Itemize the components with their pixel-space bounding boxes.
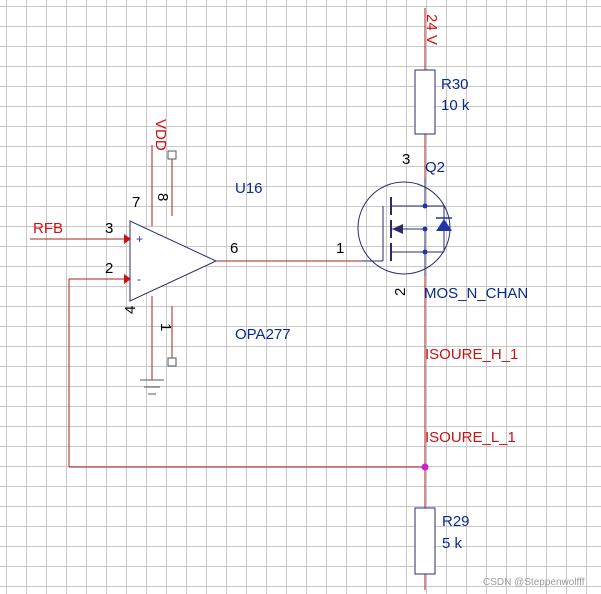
mosfet-ref: Q2 [425,159,445,176]
bottom-terminal [167,357,177,367]
mosfet-pin-3: 3 [402,151,410,168]
opamp-pin-6: 6 [230,240,238,257]
opamp-pin-4: 4 [122,306,139,314]
mosfet-symbol [357,178,452,276]
ground-symbol [140,379,164,395]
watermark-text: CSDN @Steppenwolfff [483,577,585,588]
vdd-terminal [167,150,177,160]
rfb-label: RFB [33,220,63,237]
opamp-pin-8: 8 [154,193,171,201]
mosfet-pin-1: 1 [336,240,344,257]
isource-h-label: ISOURE_H_1 [425,346,518,363]
opamp-pin-7: 7 [132,194,140,211]
opamp-minus-sign: - [137,272,141,286]
r29-ref: R29 [442,513,470,530]
r29-value: 5 k [442,535,463,552]
opamp-pin-2: 2 [105,260,113,277]
wires [30,8,426,590]
r30-value: 10 k [441,97,470,114]
v24-label: 24 V [423,14,440,45]
opamp-pin-3: 3 [105,220,113,237]
vdd-label: VDD [152,119,169,151]
feedback-junction [421,463,429,471]
mosfet-part: MOS_N_CHAN [424,285,528,302]
r30-ref: R30 [441,76,469,93]
opamp-part: OPA277 [235,326,291,343]
opamp-plus-sign: + [136,232,143,246]
opamp-ref: U16 [235,180,263,197]
isource-l-label: ISOURE_L_1 [425,429,516,446]
r29-body [414,507,436,575]
opamp-pin-1: 1 [157,323,174,331]
opamp-symbol: + - [124,220,218,302]
mosfet-pin-2: 2 [392,288,409,296]
r30-body [414,69,436,135]
